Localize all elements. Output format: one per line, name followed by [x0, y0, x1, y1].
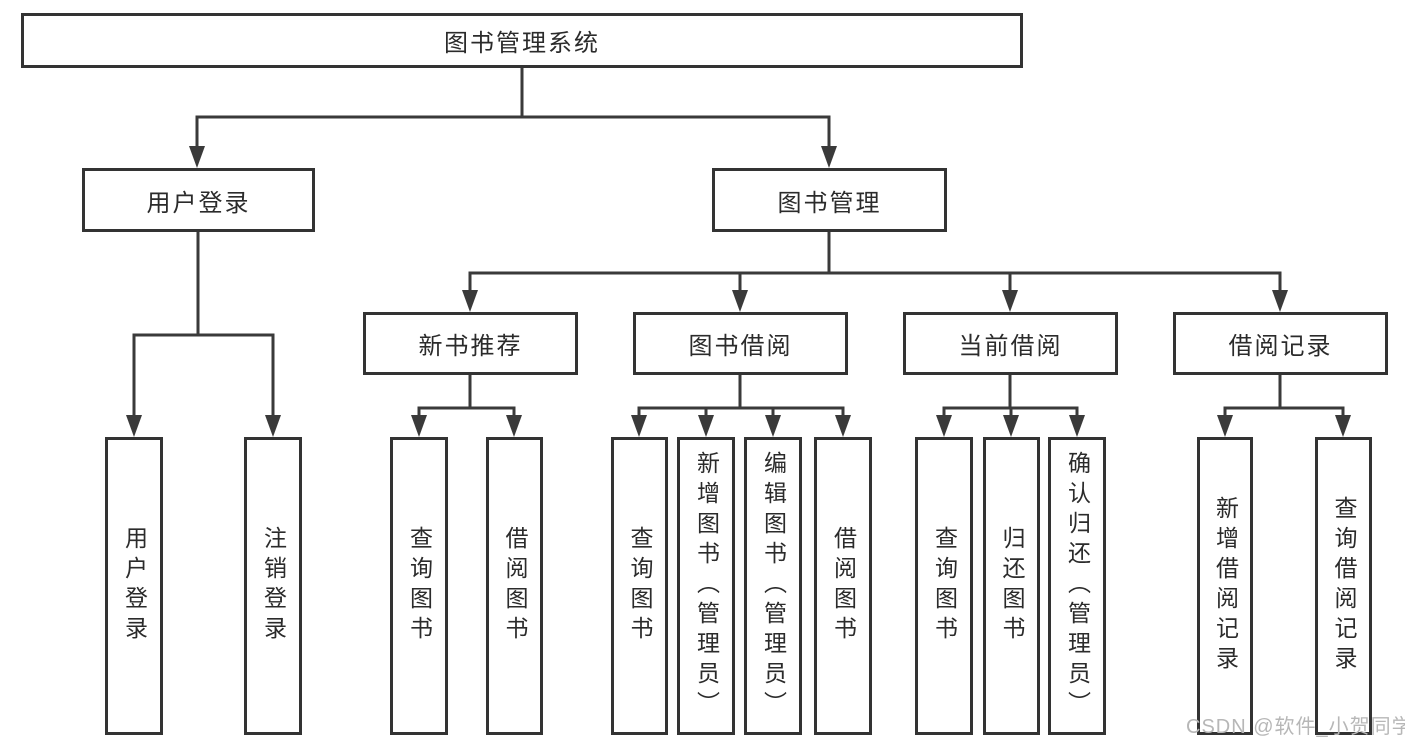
node-label: 归还图书 — [999, 526, 1025, 646]
node-add-books-admin: 新增图书（管理员） — [677, 437, 735, 735]
node-label: 借阅图书 — [830, 526, 857, 646]
node-label: 新增图书（管理员） — [693, 451, 720, 721]
node-borrow-books-1: 借阅图书 — [486, 437, 543, 735]
node-confirm-return-admin: 确认归还（管理员） — [1048, 437, 1106, 735]
csdn-watermark: CSDN @软件_小贺同学 — [1186, 716, 1405, 738]
node-label: 新书推荐 — [418, 333, 523, 360]
node-add-borrow-record: 新增借阅记录 — [1197, 437, 1253, 735]
node-user-login: 用户登录 — [82, 168, 315, 232]
node-borrow-books-2: 借阅图书 — [814, 437, 872, 735]
node-label: 用户登录 — [146, 189, 251, 217]
node-query-books-1: 查询图书 — [390, 437, 448, 735]
node-label: 查询借阅记录 — [1331, 496, 1357, 676]
node-label: 图书借阅 — [688, 333, 793, 360]
node-edit-books-admin: 编辑图书（管理员） — [744, 437, 802, 735]
node-borrowing-records: 借阅记录 — [1173, 312, 1388, 375]
node-label: 图书管理系统 — [444, 30, 600, 57]
node-label: 用户登录 — [121, 526, 148, 646]
node-label: 图书管理 — [777, 189, 882, 217]
node-book-borrowing: 图书借阅 — [633, 312, 848, 375]
node-label: 注销登录 — [260, 526, 287, 646]
node-label: 查询图书 — [931, 526, 958, 646]
node-logout: 注销登录 — [244, 437, 302, 735]
node-label: 新增借阅记录 — [1212, 496, 1239, 676]
node-user-login-leaf: 用户登录 — [105, 437, 163, 735]
node-query-borrow-record: 查询借阅记录 — [1315, 437, 1372, 735]
node-query-books-2: 查询图书 — [611, 437, 668, 735]
node-return-books: 归还图书 — [983, 437, 1040, 735]
node-current-borrowing: 当前借阅 — [903, 312, 1118, 375]
node-label: 编辑图书（管理员） — [760, 451, 787, 721]
node-label: 借阅记录 — [1228, 333, 1333, 360]
node-label: 借阅图书 — [502, 526, 528, 646]
node-label: 确认归还（管理员） — [1064, 451, 1091, 721]
node-library-system: 图书管理系统 — [21, 13, 1023, 68]
node-query-books-3: 查询图书 — [915, 437, 973, 735]
node-label: 查询图书 — [627, 526, 653, 646]
node-new-book-recommendation: 新书推荐 — [363, 312, 578, 375]
node-label: 查询图书 — [406, 526, 433, 646]
node-book-management: 图书管理 — [712, 168, 947, 232]
node-label: 当前借阅 — [958, 333, 1063, 360]
